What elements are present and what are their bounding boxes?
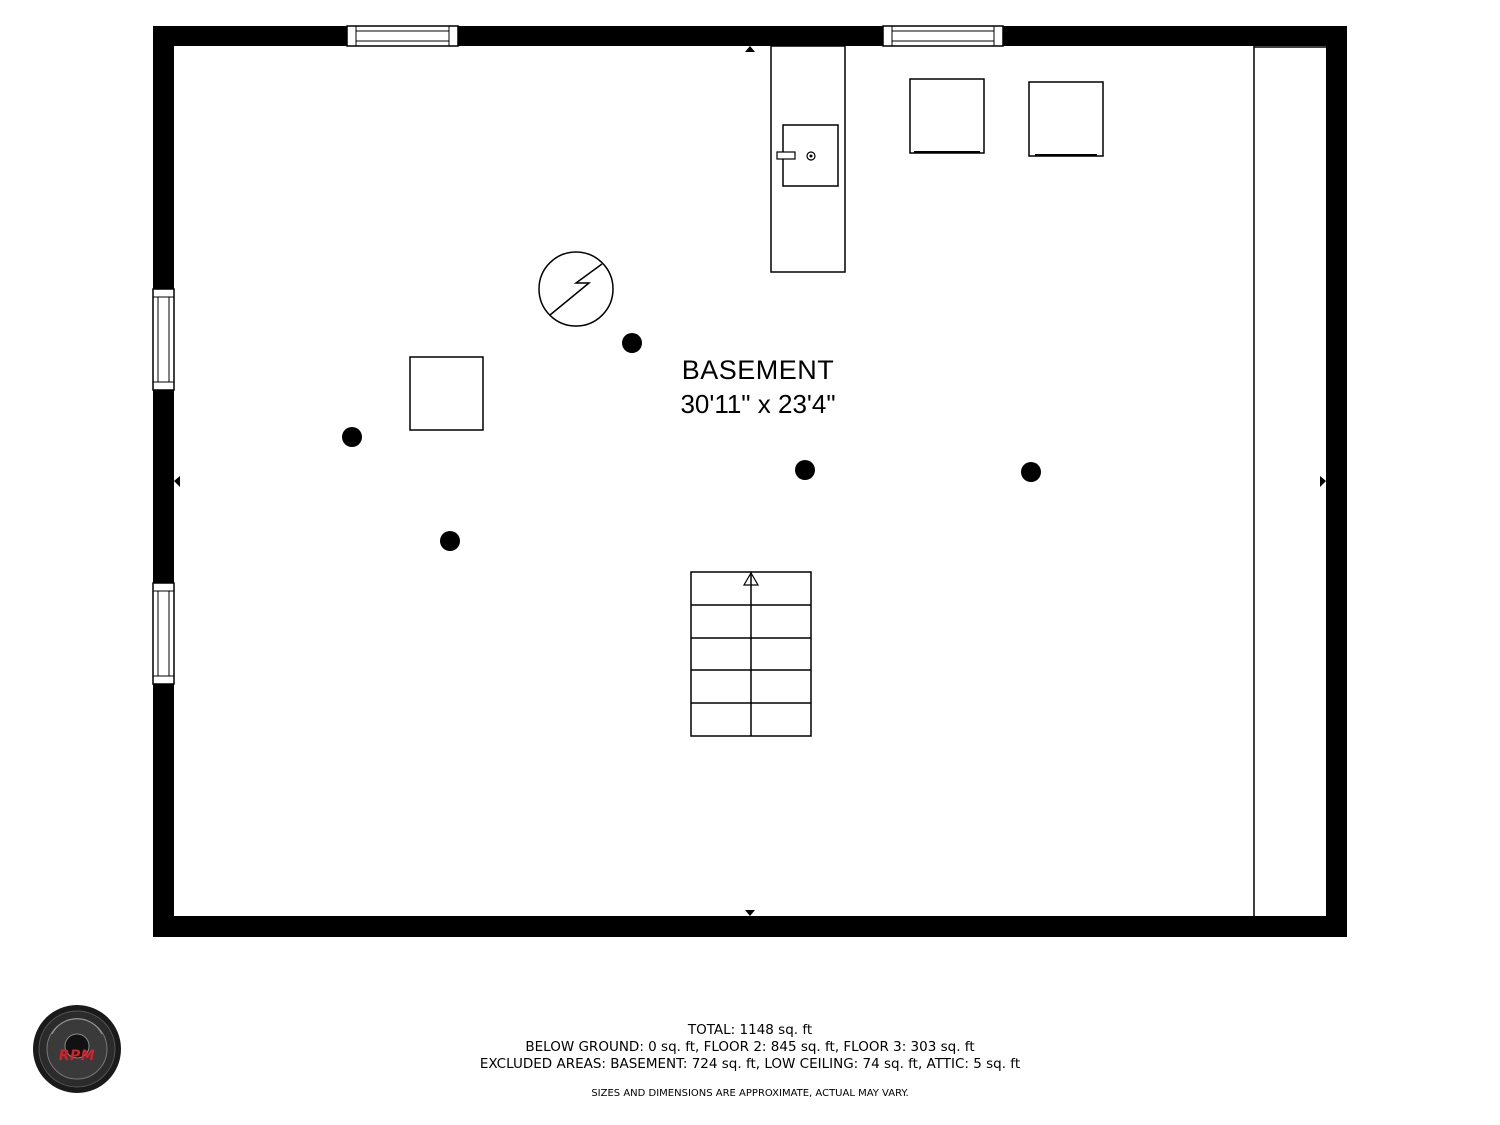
appliance-icon	[1028, 81, 1104, 157]
room-name: BASEMENT	[681, 355, 835, 385]
disclaimer: SIZES AND DIMENSIONS ARE APPROXIMATE, AC…	[591, 1088, 909, 1099]
exterior-walls	[153, 26, 1347, 937]
window-icon	[152, 582, 175, 685]
window-icon	[152, 288, 175, 391]
room-dimensions: 30'11" x 23'4"	[680, 389, 836, 419]
stairs-direction-arrow-icon	[742, 571, 760, 586]
below-ground-area: BELOW GROUND: 0 sq. ft, FLOOR 2: 845 sq.…	[525, 1039, 975, 1055]
window-icon	[882, 25, 1004, 47]
window-icon	[346, 25, 459, 47]
support-post-icon	[342, 333, 1041, 551]
logo-text: RPM	[58, 1048, 96, 1064]
total-area: TOTAL: 1148 sq. ft	[687, 1022, 813, 1038]
counter	[770, 45, 846, 273]
water-heater-icon	[409, 356, 484, 431]
company-logo	[33, 1005, 121, 1093]
appliance-icon	[909, 78, 985, 154]
electrical-panel-icon	[538, 251, 614, 327]
dimension-arrow-icon	[174, 46, 1326, 916]
excluded-areas: EXCLUDED AREAS: BASEMENT: 724 sq. ft, LO…	[479, 1056, 1021, 1072]
stairs-icon	[690, 571, 812, 737]
